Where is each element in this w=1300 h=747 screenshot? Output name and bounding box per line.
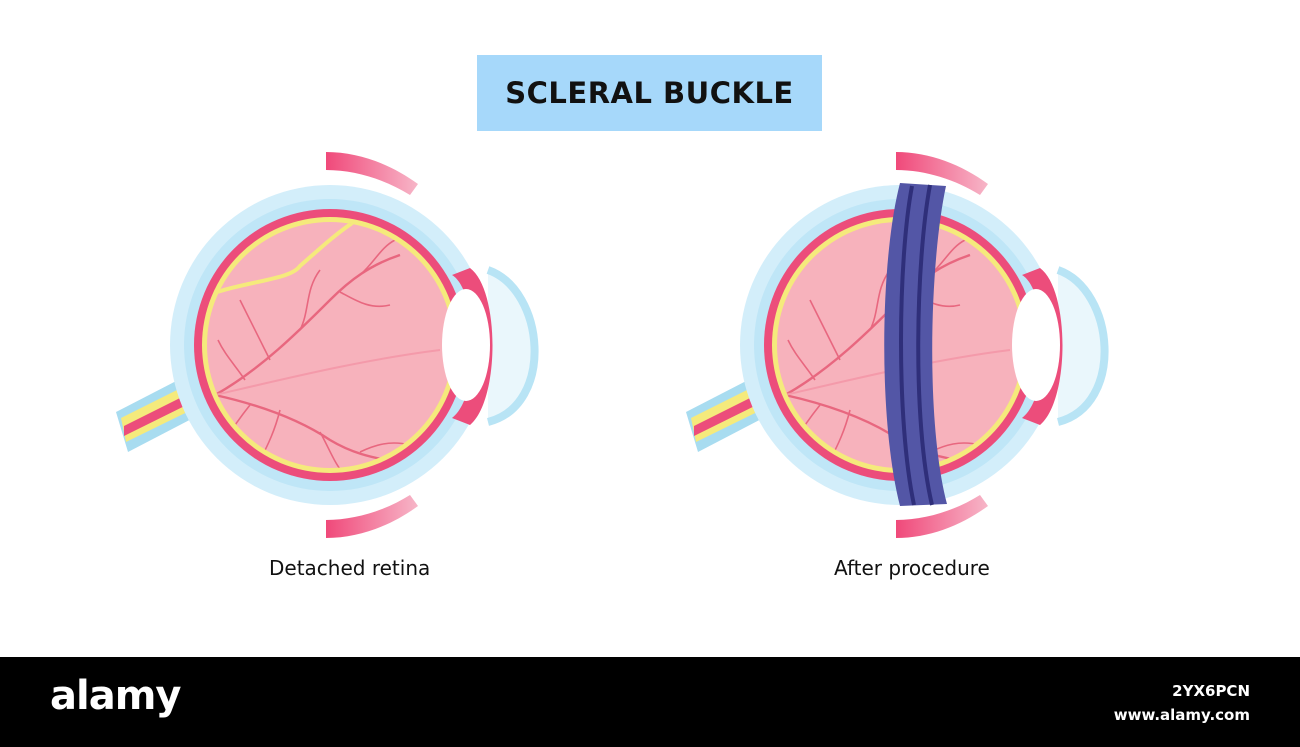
- title-banner: SCLERAL BUCKLE: [477, 55, 822, 131]
- footer-bar: alamy 2YX6PCN www.alamy.com: [0, 657, 1300, 747]
- superior-rectus-muscle: [896, 152, 988, 195]
- eye-after-procedure: [686, 152, 1109, 538]
- image-credit: 2YX6PCN www.alamy.com: [1114, 679, 1250, 727]
- scleral-buckle-band: [884, 183, 947, 506]
- cornea: [486, 266, 539, 426]
- lens: [1012, 289, 1060, 401]
- eye-detached-retina: [116, 152, 539, 538]
- brand-logo: alamy: [50, 673, 181, 719]
- inferior-rectus-muscle: [896, 495, 988, 538]
- superior-rectus-muscle: [326, 152, 418, 195]
- site-url: www.alamy.com: [1113, 706, 1250, 724]
- image-id: 2YX6PCN: [1172, 682, 1250, 700]
- vitreous-body: [207, 222, 453, 468]
- diagram-title: SCLERAL BUCKLE: [505, 76, 794, 110]
- diagram-illustration: [116, 152, 1109, 538]
- subretinal-fluid: [207, 222, 453, 300]
- inferior-rectus-muscle: [326, 495, 418, 538]
- caption-after-procedure: After procedure: [834, 556, 990, 580]
- cornea: [1056, 266, 1109, 426]
- lens: [442, 289, 490, 401]
- caption-detached-retina: Detached retina: [269, 556, 431, 580]
